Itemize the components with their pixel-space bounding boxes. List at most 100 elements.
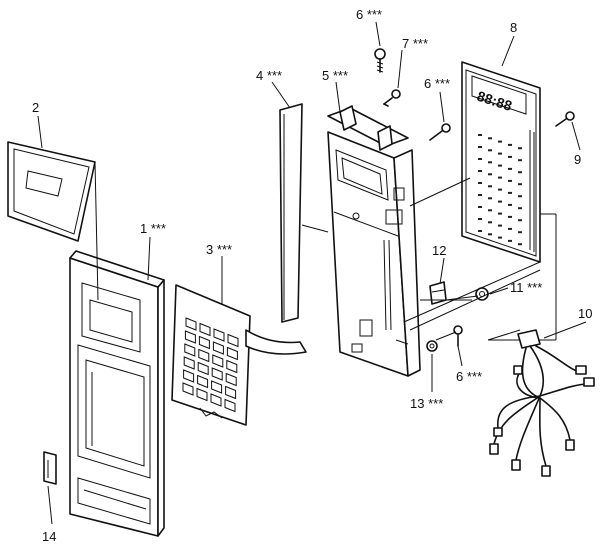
pcb-component [498,224,502,227]
callout-11: 11 *** [510,280,542,295]
keypad-key [185,317,197,331]
pcb-component [518,195,522,198]
keypad-key [196,387,208,402]
pcb-component [478,170,482,172]
pcb-component [498,200,502,203]
part-12-clip [429,281,447,305]
screw-6-top [374,48,386,73]
keypad-key [199,322,211,337]
pcb-component [478,182,482,184]
pcb-component [488,185,492,188]
part-3-membrane-keypad [171,284,307,426]
keypad-key [210,393,222,407]
pcb-component [518,231,522,234]
callout-7: 7 *** [402,36,428,51]
pcb-component [518,159,522,162]
pcb-components [478,134,522,246]
keypad-key [211,380,223,394]
pcb-component [498,152,502,155]
keypad-key [182,382,194,396]
callout-12: 12 [432,243,446,258]
keypad-key [183,369,195,383]
pcb-component [478,158,482,160]
pcb-component [518,219,522,222]
keypad-key [198,348,210,363]
pcb-component [478,194,482,196]
pcb-component [488,209,492,212]
callout-4: 4 *** [256,68,282,83]
pcb-component [518,147,522,150]
screw-6-right [429,123,451,141]
pcb-component [488,173,492,176]
pcb-component [488,233,492,236]
pcb-component [478,218,482,220]
pcb-component [498,176,502,179]
keypad-key [198,335,210,350]
pcb-component [488,161,492,164]
part-4-strip [279,103,303,323]
pcb-component [508,227,512,230]
pcb-component [508,179,512,182]
callout-6b: 6 *** [424,76,450,91]
leader-lines [37,21,587,525]
pcb-component [508,215,512,218]
pcb-component [478,134,482,136]
keypad-key [224,398,236,413]
pcb-component [478,206,482,208]
assembly-guide-lines [94,161,557,341]
callout-3: 3 *** [206,242,232,257]
callout-5: 5 *** [322,68,348,83]
callout-8: 8 [510,20,517,35]
pcb-component [498,236,502,239]
part-13-washer [426,340,438,352]
part-2-display-window [7,141,96,242]
pcb-component [498,188,502,191]
pcb-component [518,243,522,246]
keypad-key [225,372,237,387]
keypad-key [225,385,237,400]
keypad-key [183,356,195,370]
pcb-component [508,167,512,170]
screw-9 [555,111,575,127]
pcb-component [508,155,512,158]
screw-6-bottom [453,325,463,347]
callout-2: 2 [32,100,39,115]
keypad-key [212,354,224,368]
callout-1: 1 *** [140,221,166,236]
callout-labels: 1 *** 2 3 *** 4 *** 5 *** 6 *** 7 *** 6 … [32,7,592,544]
callout-10: 10 [578,306,592,321]
part-14-release-button [43,451,57,485]
pcb-component [518,171,522,174]
screw-7 [383,89,401,107]
keypad-key [184,343,196,357]
callout-6c: 6 *** [456,369,482,384]
keypad-key [211,367,223,381]
pcb-component [508,143,512,146]
callout-13: 13 *** [410,396,443,411]
keypad-key [212,341,224,355]
pcb-component [488,197,492,200]
part-1-control-panel-frame [69,250,165,537]
pcb-component [508,191,512,194]
pcb-component [498,164,502,167]
keypad-keys [182,317,239,413]
keypad-key [226,346,238,361]
keypad-key [197,374,209,389]
pcb-component [478,230,482,232]
pcb-component [488,221,492,224]
keypad-key [197,361,209,376]
keypad-key [227,333,239,348]
part-10-wire-harness [489,329,595,477]
pcb-component [498,140,502,143]
pcb-component [488,149,492,152]
part-8-control-board: 88:88 [461,61,541,263]
pcb-component [518,207,522,210]
pcb-component [498,212,502,215]
pcb-component [518,183,522,186]
keypad-key [226,359,238,374]
callout-6a: 6 *** [356,7,382,22]
callout-9: 9 [574,152,581,167]
pcb-component [508,239,512,242]
